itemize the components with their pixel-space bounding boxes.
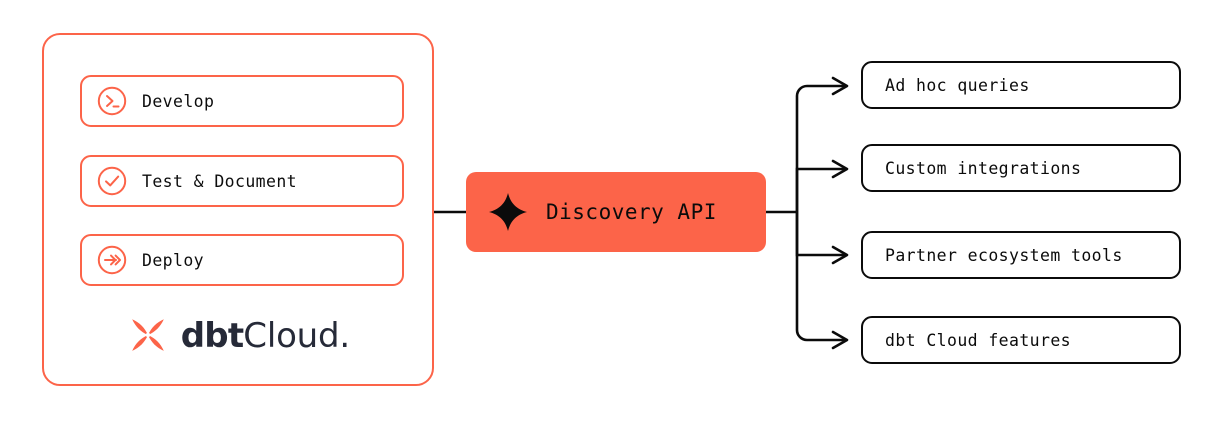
discovery-api-node[interactable]: Discovery API <box>466 172 766 252</box>
branch-2-path <box>795 167 845 212</box>
stage-label-test-and-document: Test & Document <box>142 171 298 191</box>
stage-card-develop[interactable]: Develop <box>80 75 404 127</box>
branch-4-path <box>795 212 845 342</box>
stage-card-test-and-document[interactable]: Test & Document <box>80 155 404 207</box>
dbt-wordmark-light: Cloud <box>243 316 340 356</box>
consumer-label-ad-hoc-queries: Ad hoc queries <box>885 75 1030 95</box>
arrowhead-2 <box>831 159 849 179</box>
consumer-box-custom-integrations[interactable]: Custom integrations <box>861 144 1181 192</box>
stage-card-deploy[interactable]: Deploy <box>80 234 404 286</box>
dbt-wordmark-dot: . <box>339 316 351 356</box>
check-circle-icon <box>97 166 127 196</box>
consumer-box-ad-hoc-queries[interactable]: Ad hoc queries <box>861 61 1181 109</box>
arrowhead-1 <box>831 76 849 96</box>
arrowhead-3 <box>831 245 849 265</box>
four-pointed-star-icon <box>489 193 527 231</box>
consumer-label-dbt-cloud-features: dbt Cloud features <box>885 330 1072 350</box>
consumer-label-custom-integrations: Custom integrations <box>885 158 1082 178</box>
stage-label-deploy: Deploy <box>142 250 205 270</box>
dbt-wordmark-bold: dbt <box>180 316 244 356</box>
double-chevron-arrow-circle-icon <box>97 245 127 275</box>
terminal-prompt-icon <box>97 86 127 116</box>
consumer-label-partner-ecosystem-tools: Partner ecosystem tools <box>885 245 1123 265</box>
consumer-box-dbt-cloud-features[interactable]: dbt Cloud features <box>861 316 1181 364</box>
discovery-api-label: Discovery API <box>546 200 717 224</box>
dbt-x-mark-icon <box>131 319 164 351</box>
consumer-box-partner-ecosystem-tools[interactable]: Partner ecosystem tools <box>861 231 1181 279</box>
arrowhead-4 <box>831 330 849 350</box>
branch-3-path <box>795 212 845 257</box>
dbt-cloud-panel: Develop Test & Document Deploy <box>42 33 434 386</box>
stage-label-develop: Develop <box>142 91 215 111</box>
dbt-cloud-logo: dbtCloud. <box>44 307 432 363</box>
dbt-cloud-wordmark: dbtCloud. <box>181 319 350 353</box>
branch-1-path <box>795 84 845 212</box>
